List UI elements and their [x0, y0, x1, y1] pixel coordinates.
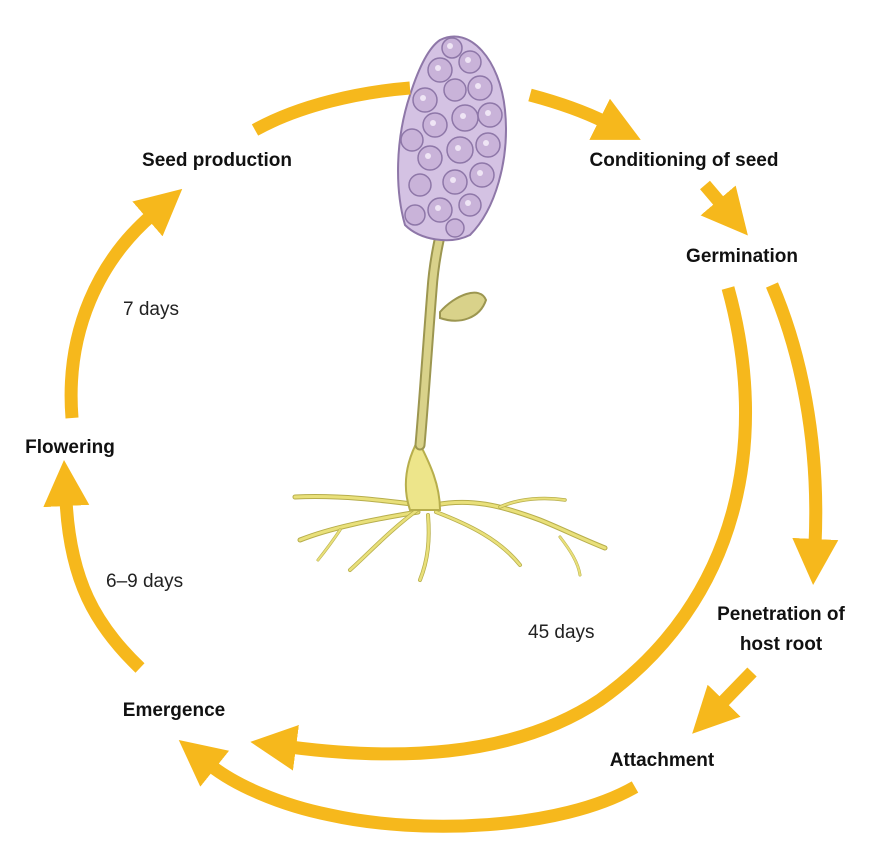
label-attachment: Attachment [610, 750, 715, 771]
flower-spike [398, 36, 506, 240]
plant-leaf [440, 293, 486, 321]
label-emergence: Emergence [123, 700, 225, 721]
label-penetration-line2: host root [740, 634, 823, 655]
label-seed-production: Seed production [142, 150, 292, 171]
duration-45-days: 45 days [528, 622, 595, 643]
label-flowering: Flowering [25, 437, 115, 458]
duration-6-9-days: 6–9 days [106, 571, 183, 592]
arrow-top-arc [255, 88, 410, 130]
label-penetration-line1: Penetration of [717, 604, 845, 625]
arrow-penetration-to-attachment [720, 672, 752, 705]
label-germination: Germination [686, 246, 798, 267]
arrow-seed-to-conditioning [530, 95, 605, 122]
witchweed-plant-illustration [295, 36, 605, 580]
plant-roots [295, 497, 605, 580]
duration-7-days: 7 days [123, 299, 179, 320]
arrow-conditioning-to-germination [705, 185, 722, 205]
label-conditioning-of-seed: Conditioning of seed [590, 150, 779, 171]
duration-labels: 7 days 6–9 days 45 days [106, 299, 595, 643]
arrow-germination-to-penetration [772, 285, 816, 545]
arrow-attachment-to-emergence [210, 765, 635, 826]
plant-base [406, 440, 440, 510]
